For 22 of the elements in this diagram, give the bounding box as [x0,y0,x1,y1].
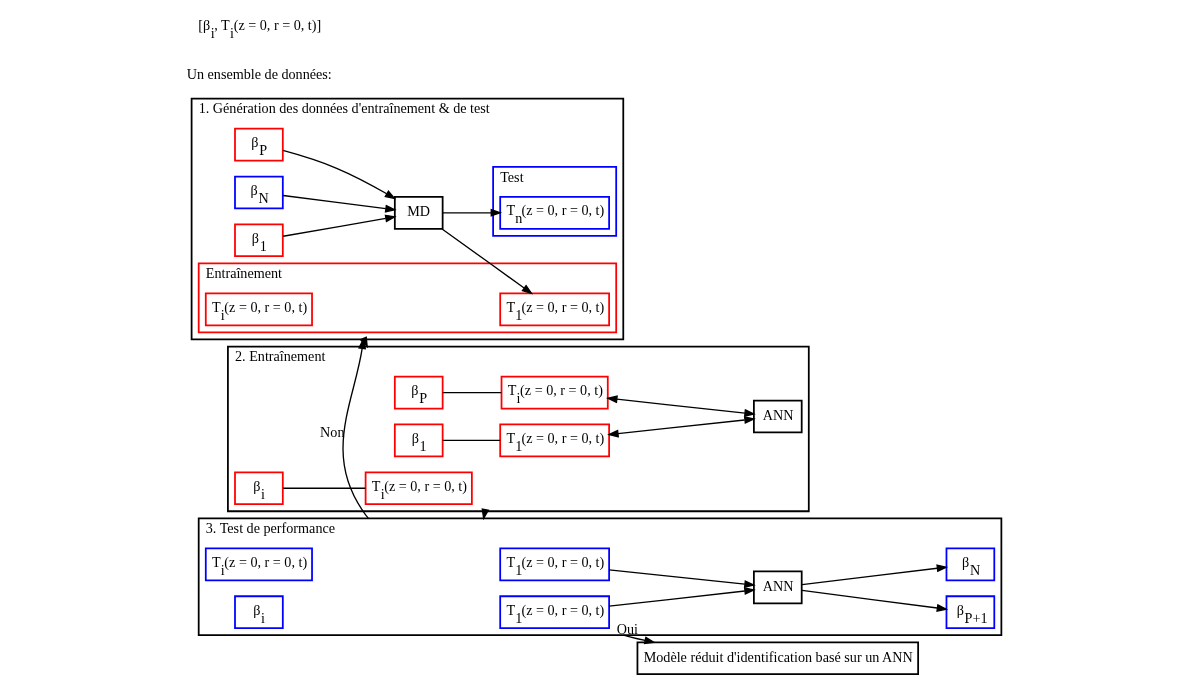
arrow [622,634,656,645]
edge-label: Non [320,423,345,440]
node-box: ANN [753,399,803,434]
node-box: ANN [753,570,803,605]
arrow [801,564,949,586]
label: Un ensemble de données: [186,65,332,82]
connector [282,487,366,489]
arrow [608,569,756,588]
arrow [606,395,756,417]
arrow [441,228,534,295]
arrow [442,208,503,217]
arrow [282,214,397,237]
arrow [607,416,756,438]
arrow [282,194,397,213]
node-box: MD [393,196,444,230]
node-box: Modèle réduit d'identification basé sur un ANN [636,641,920,676]
arrow [282,149,397,200]
connector [442,439,501,442]
edge-label: Oui [616,621,638,638]
arrow [608,587,756,607]
arrow [801,589,949,612]
connector [442,391,502,394]
